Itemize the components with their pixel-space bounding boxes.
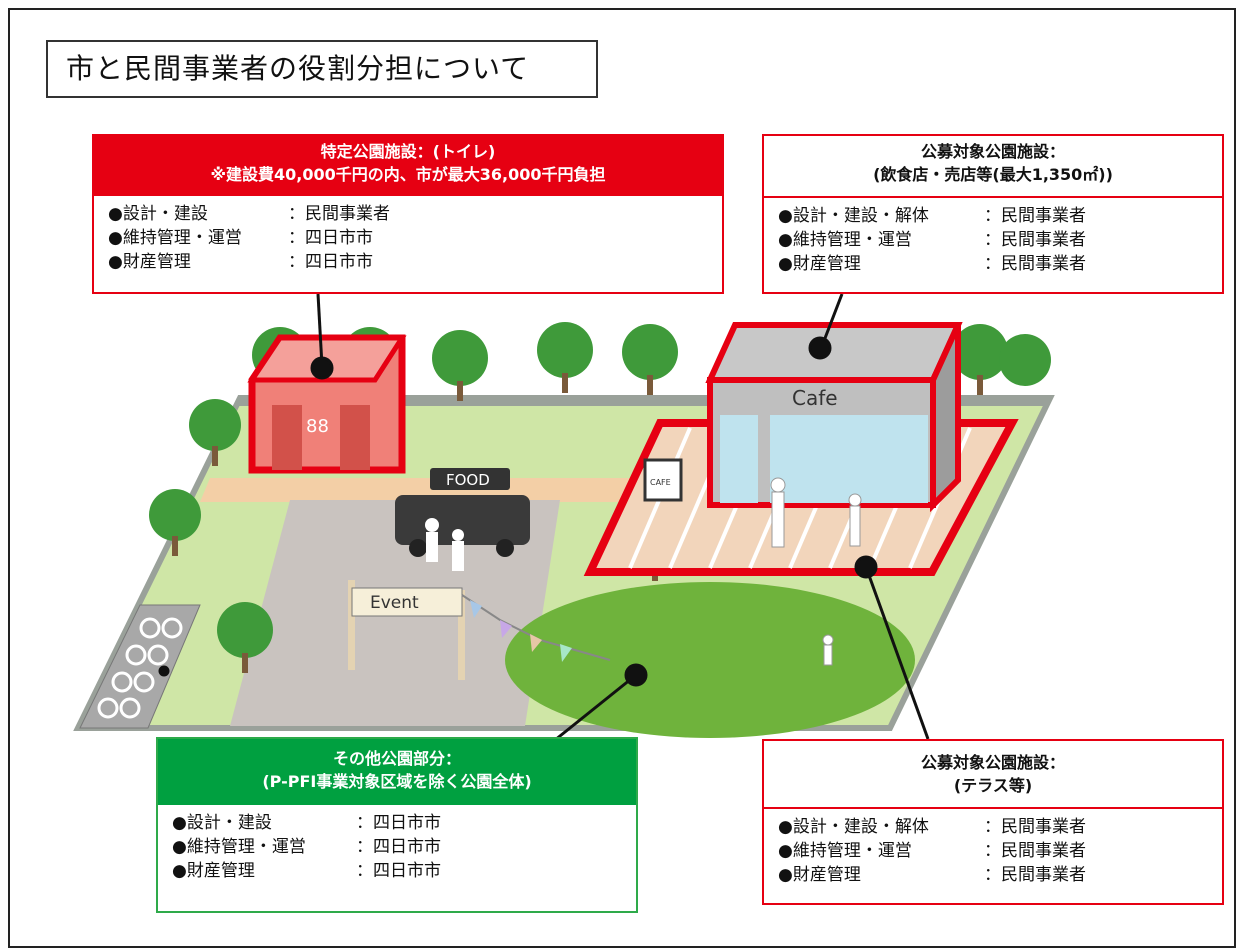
event-banner: Event (348, 580, 611, 680)
toilet-card-title: 特定公園施設：(トイレ) (320, 142, 496, 161)
toilet-role-card: 特定公園施設：(トイレ) ※建設費40,000千円の内、市が最大36,000千円… (92, 134, 724, 294)
page-title: 市と民間事業者の役割分担について (46, 40, 598, 98)
terrace-role-card: 公募対象公園施設： (テラス等) ●設計・建設・解体：民間事業者 ●維持管理・運… (762, 739, 1224, 905)
role-row: ●設計・建設・解体：民間事業者 (778, 206, 1086, 226)
cafe-card-subtitle: (飲食店・売店等(最大1,350㎡)) (873, 165, 1113, 184)
role-row: ●設計・建設：民間事業者 (108, 204, 390, 224)
role-row: ●財産管理：四日市市 (172, 861, 441, 881)
toilet-card-header: 特定公園施設：(トイレ) ※建設費40,000千円の内、市が最大36,000千円… (94, 136, 722, 196)
role-row: ●財産管理：民間事業者 (778, 254, 1086, 274)
park-card-title: その他公園部分： (332, 749, 461, 768)
role-row: ●維持管理・運営：民間事業者 (778, 230, 1086, 250)
svg-text:CAFE: CAFE (650, 478, 671, 487)
svg-text:88: 88 (306, 416, 329, 437)
food-truck: FOOD (395, 468, 530, 571)
svg-text:Cafe: Cafe (792, 386, 838, 410)
park-card-header: その他公園部分： (P-PFI事業対象区域を除く公園全体) (158, 739, 636, 805)
callout-leaders (158, 293, 930, 742)
bicycle-icon (97, 617, 183, 719)
terrace-card-title: 公募対象公園施設： (920, 753, 1065, 772)
role-row: ●設計・建設：四日市市 (172, 813, 441, 833)
role-row: ●維持管理・運営：四日市市 (172, 837, 441, 857)
svg-text:FOOD: FOOD (446, 471, 490, 489)
lawn-area (505, 582, 915, 738)
cafe-card-rows: ●設計・建設・解体：民間事業者 ●維持管理・運営：民間事業者 ●財産管理：民間事… (764, 198, 1222, 276)
cafe-card-title: 公募対象公園施設： (920, 142, 1065, 161)
terrace-card-header: 公募対象公園施設： (テラス等) (764, 741, 1222, 809)
role-row: ●維持管理・運営：民間事業者 (778, 841, 1086, 861)
terrace-card-rows: ●設計・建設・解体：民間事業者 ●維持管理・運営：民間事業者 ●財産管理：民間事… (764, 809, 1222, 887)
toilet-card-rows: ●設計・建設：民間事業者 ●維持管理・運営：四日市市 ●財産管理：四日市市 (94, 196, 722, 274)
park-role-card: その他公園部分： (P-PFI事業対象区域を除く公園全体) ●設計・建設：四日市… (156, 737, 638, 913)
role-row: ●維持管理・運営：四日市市 (108, 228, 373, 248)
role-row: ●設計・建設・解体：民間事業者 (778, 817, 1086, 837)
toilet-card-note: ※建設費40,000千円の内、市が最大36,000千円負担 (210, 165, 606, 184)
park-card-subtitle: (P-PFI事業対象区域を除く公園全体) (262, 772, 532, 791)
cafe-card-header: 公募対象公園施設： (飲食店・売店等(最大1,350㎡)) (764, 136, 1222, 198)
role-row: ●財産管理：民間事業者 (778, 865, 1086, 885)
terrace-card-subtitle: (テラス等) (953, 776, 1033, 795)
role-row: ●財産管理：四日市市 (108, 252, 373, 272)
park-card-rows: ●設計・建設：四日市市 ●維持管理・運営：四日市市 ●財産管理：四日市市 (158, 805, 636, 883)
cafe-role-card: 公募対象公園施設： (飲食店・売店等(最大1,350㎡)) ●設計・建設・解体：… (762, 134, 1224, 294)
cafe-building: Cafe (705, 322, 963, 513)
walkway (200, 478, 660, 502)
svg-text:Event: Event (370, 593, 419, 613)
